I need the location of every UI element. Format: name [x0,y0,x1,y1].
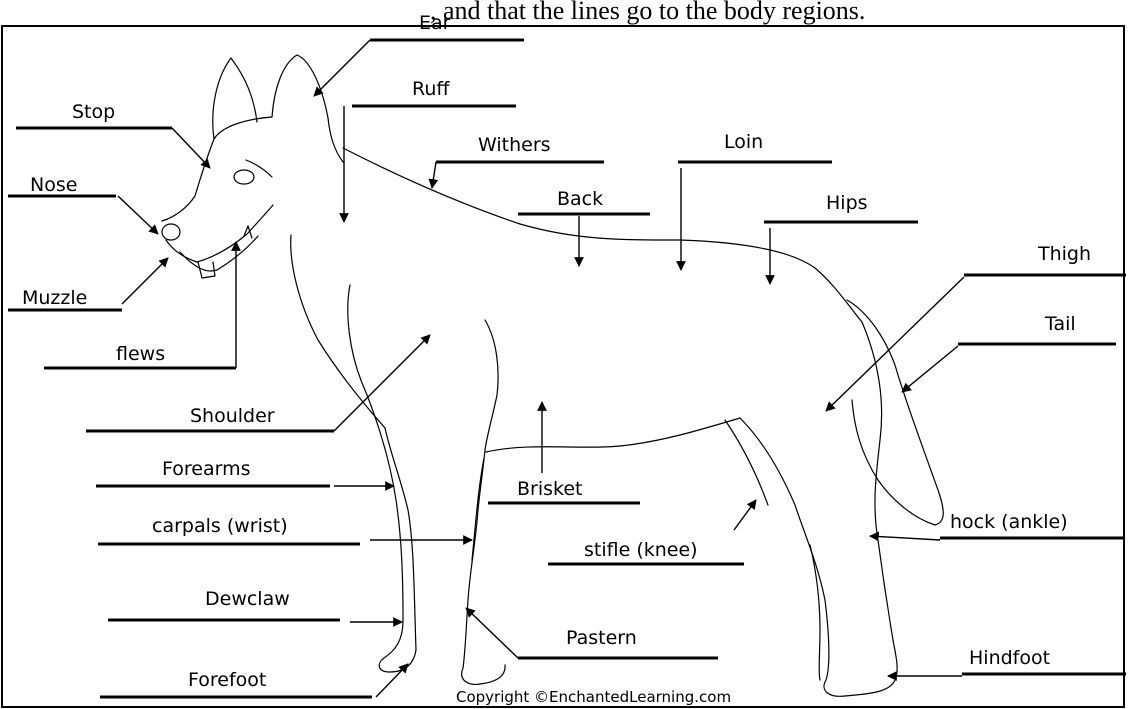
hock-label: hock (ankle) [950,511,1068,533]
stop-label: Stop [72,101,116,123]
copyright-notice: Copyright ©EnchantedLearning.com [456,688,732,706]
ear-label: Ear [419,12,451,34]
ruff-label: Ruff [412,78,450,100]
withers-label: Withers [478,134,551,156]
diagram-frame [1,25,1125,708]
hips-label: Hips [826,192,868,214]
header-fragment: , and that the lines go to the body regi… [430,0,866,25]
forearms-label: Forearms [162,458,251,480]
stifle-label: stifle (knee) [584,539,698,561]
pastern-label: Pastern [566,627,637,649]
thigh-label: Thigh [1038,243,1092,265]
ear-arrow [313,39,371,97]
nose-arrow [117,195,159,235]
label-lines [8,38,1126,699]
loin-label: Loin [724,131,764,153]
pointer-arrows [117,39,965,698]
shoulder-arrow [333,334,431,432]
forefoot-label: Forefoot [188,669,267,691]
tail-label: Tail [1045,313,1076,335]
carpals-label: carpals (wrist) [152,515,288,537]
muzzle-arrow [121,257,169,305]
hindfoot-label: Hindfoot [969,647,1051,669]
hock-arrow [869,531,941,542]
flews-label: flews [116,343,166,365]
shoulder-label: Shoulder [190,405,275,427]
back-label: Back [557,188,604,210]
tail-arrow [901,345,959,393]
dog-outline [161,54,944,697]
dewclaw-label: Dewclaw [205,588,290,610]
stop-arrow [171,127,211,169]
withers-arrow [428,161,439,189]
thigh-arrow [825,276,965,412]
forefoot-arrow [375,663,409,698]
nose-label: Nose [30,174,78,196]
stifle-arrow [733,499,757,531]
brisket-label: Brisket [517,478,583,500]
muzzle-label: Muzzle [22,287,88,309]
pastern-arrow [465,607,519,659]
